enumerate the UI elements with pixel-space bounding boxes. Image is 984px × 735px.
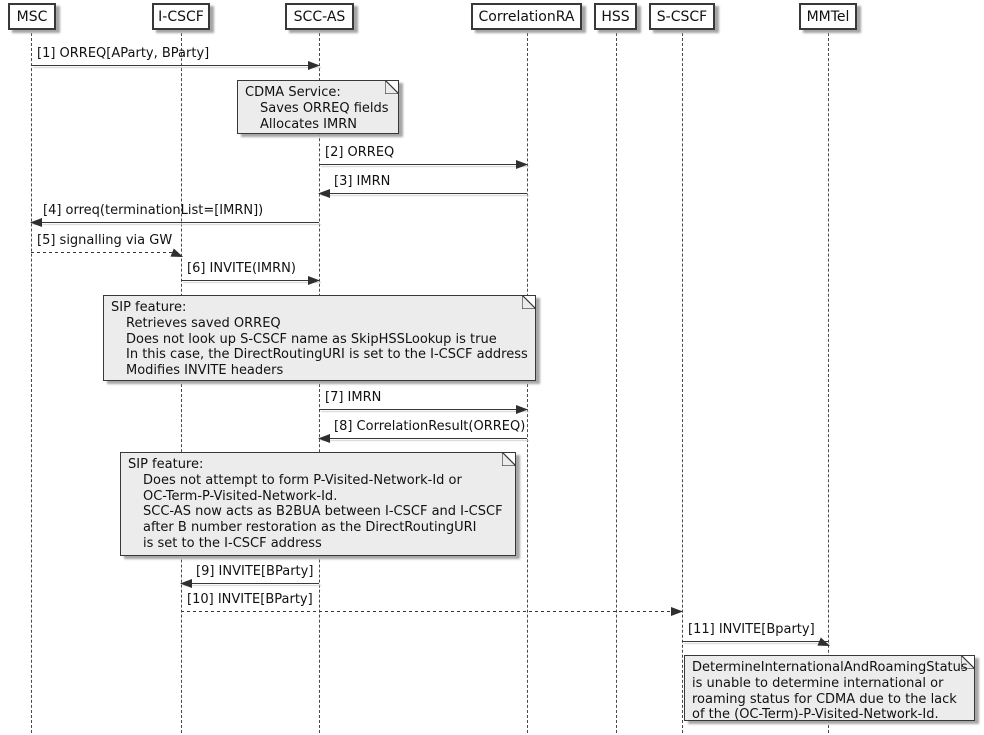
note-line: Retrieves saved ORREQ [126, 315, 281, 331]
arrowhead-right-icon [308, 61, 320, 70]
arrowhead-right-icon [516, 160, 528, 169]
message-line [682, 641, 828, 642]
note-line: after B number restoration as the Direct… [143, 520, 477, 536]
note-line: Does not attempt to form P-Visited-Netwo… [143, 472, 462, 488]
participant-box-s-cscf: S-CSCF [649, 3, 715, 30]
arrowhead-left-icon [318, 189, 330, 198]
participant-label: MSC [16, 8, 48, 25]
note-line: In this case, the DirectRoutingURI is se… [126, 347, 528, 363]
note-sip-feature-1: SIP feature: Retrieves saved ORREQ Does … [103, 295, 536, 381]
note-line: SCC-AS now acts as B2BUA between I-CSCF … [143, 504, 503, 520]
participant-label: MMTel [806, 8, 850, 25]
message-line [318, 434, 527, 443]
note-line: CDMA Service: [245, 85, 341, 100]
note-sip-feature-2: SIP feature: Does not attempt to form P-… [120, 452, 516, 556]
message-5-signalling-via-gw: [5] signalling via GW [31, 233, 181, 253]
lifeline-msc [31, 33, 32, 733]
note-cdma-service: CDMA Service: Saves ORREQ fields Allocat… [237, 80, 399, 134]
lifeline-i-cscf [181, 33, 182, 733]
lifeline-mmtel [828, 33, 829, 733]
participant-box-hss: HSS [594, 3, 637, 30]
message-label: [10] INVITE[BParty] [187, 592, 313, 607]
note-line: DetermineInternationalAndRoamingStatus [692, 660, 968, 675]
lifeline-hss [616, 33, 617, 733]
message-label: [3] IMRN [334, 174, 391, 189]
message-6-invite-imrn: [6] INVITE(IMRN) [181, 261, 320, 285]
participant-box-scc-as: SCC-AS [285, 3, 354, 30]
message-label: [2] ORREQ [325, 145, 395, 160]
message-label: [5] signalling via GW [37, 233, 173, 248]
note-line: is set to the I-CSCF address [143, 535, 322, 551]
message-label: [7] IMRN [325, 390, 382, 405]
note-fold-icon [961, 656, 974, 669]
message-line [181, 276, 320, 285]
message-7-imrn: [7] IMRN [319, 390, 528, 414]
note-line: Does not look up S-CSCF name as SkipHSSL… [126, 331, 497, 347]
arrowhead-right-icon [671, 607, 683, 616]
participant-box-i-cscf: I-CSCF [152, 3, 210, 30]
arrowhead-right-icon [516, 405, 528, 414]
participant-label: S-CSCF [656, 8, 708, 25]
message-label: [8] CorrelationResult(ORREQ) [334, 419, 526, 434]
note-line: Modifies INVITE headers [126, 363, 284, 379]
message-line [181, 607, 683, 616]
participant-label: I-CSCF [158, 8, 204, 25]
lifeline-scc-as [319, 33, 320, 733]
message-2-orreq: [2] ORREQ [319, 145, 528, 169]
note-fold-icon [385, 81, 398, 94]
message-9-invite-bparty: [9] INVITE[BParty] [180, 564, 319, 588]
arrowhead-right-icon [817, 637, 831, 650]
lifeline-s-cscf [682, 33, 683, 733]
note-line: is unable to determine international or [692, 675, 944, 691]
lifeline-correlationra [527, 33, 528, 733]
message-line [31, 61, 320, 70]
note-line: OC-Term-P-Visited-Network-Id. [143, 488, 338, 504]
arrowhead-left-icon [318, 434, 330, 443]
note-line: roaming status for CDMA due to the lack [692, 691, 957, 707]
arrowhead-left-icon [30, 218, 42, 227]
message-10-invite-bparty: [10] INVITE[BParty] [181, 592, 683, 616]
message-11-invite-bparty: [11] INVITE[Bparty] [682, 622, 828, 642]
note-line: SIP feature: [111, 300, 187, 315]
note-line: Allocates IMRN [260, 116, 357, 132]
note-line: SIP feature: [128, 457, 204, 472]
message-4-orreq-terminationlist: [4] orreq(terminationList=[IMRN]) [30, 203, 319, 227]
message-line [318, 189, 527, 198]
note-determine-roaming-status: DetermineInternationalAndRoamingStatus i… [684, 655, 975, 721]
message-line [31, 252, 181, 253]
arrowhead-right-icon [170, 248, 184, 261]
note-line: Saves ORREQ fields [260, 100, 389, 116]
message-label: [9] INVITE[BParty] [196, 564, 314, 579]
message-line [319, 405, 528, 414]
message-3-imrn: [3] IMRN [318, 174, 527, 198]
message-label: [1] ORREQ[AParty, BParty] [37, 46, 210, 61]
message-line [180, 579, 319, 588]
participant-box-msc: MSC [8, 3, 56, 30]
message-label: [6] INVITE(IMRN) [187, 261, 296, 276]
participant-label: SCC-AS [293, 8, 346, 25]
message-label: [4] orreq(terminationList=[IMRN]) [43, 203, 264, 218]
participant-label: HSS [601, 8, 630, 25]
message-8-correlationresult: [8] CorrelationResult(ORREQ) [318, 419, 527, 443]
message-1-orreq: [1] ORREQ[AParty, BParty] [31, 46, 320, 70]
message-label: [11] INVITE[Bparty] [688, 622, 815, 637]
arrowhead-left-icon [180, 579, 192, 588]
message-line [319, 160, 528, 169]
participant-box-mmtel: MMTel [799, 3, 857, 30]
participant-label: CorrelationRA [478, 8, 575, 25]
note-fold-icon [522, 296, 535, 309]
message-line [30, 218, 319, 227]
note-line: of the (OC-Term)-P-Visited-Network-Id. [692, 707, 939, 721]
arrowhead-right-icon [308, 276, 320, 285]
note-fold-icon [502, 453, 515, 466]
participant-box-correlationra: CorrelationRA [471, 3, 582, 30]
